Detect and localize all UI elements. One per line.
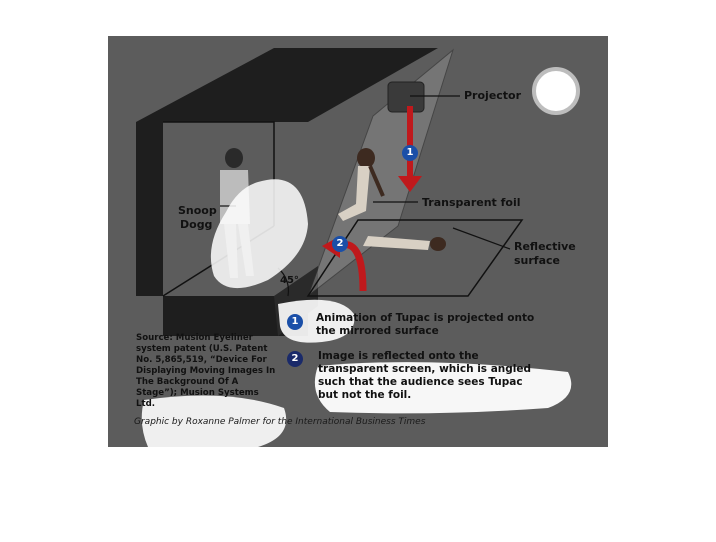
stage-left-wall <box>136 122 163 296</box>
reflective-pointer <box>452 227 511 250</box>
snoop-label-line1: Snoop <box>178 204 217 217</box>
projector-shape <box>387 81 425 113</box>
highlight-blob-credit <box>141 395 287 447</box>
stage-floor-front <box>163 296 308 336</box>
tupac-reflected-figure <box>363 236 446 251</box>
step-1-text: Animation of Tupac is projected onto the… <box>316 312 535 337</box>
moon-spot <box>532 67 580 115</box>
reflective-label-line2: surface <box>514 254 560 267</box>
angle-label: 45° <box>280 275 299 286</box>
highlight-blob-badge1 <box>278 299 355 343</box>
highlight-blob-stage <box>210 179 308 289</box>
step-2-text: Image is reflected onto the transparent … <box>318 350 532 401</box>
reflective-surface-shape <box>306 219 524 297</box>
stage-illustration <box>136 48 580 447</box>
snoop-label-line2: Dogg <box>180 218 213 231</box>
step-badge-1-on-diagram: 1 <box>402 145 418 161</box>
stage-roof <box>136 48 438 122</box>
step-badge-2-on-diagram: 2 <box>332 236 348 252</box>
tupac-foil-figure <box>338 148 385 221</box>
projector-label: Projector <box>464 89 522 102</box>
source-note: Source: Musion Eyeliner system patent (U… <box>136 333 276 409</box>
arrow-down-head <box>398 176 422 192</box>
step-badge-1: 1 <box>287 314 303 330</box>
transparent-foil-label: Transparent foil <box>422 196 521 209</box>
reflective-label-line1: Reflective <box>514 240 576 253</box>
step-badge-2: 2 <box>287 351 303 367</box>
graphic-credit: Graphic by Roxanne Palmer for the Intern… <box>134 417 426 427</box>
hologram-diagram: Projector Transparent foil Reflective su… <box>108 36 608 447</box>
highlight-blob-text <box>314 362 572 414</box>
